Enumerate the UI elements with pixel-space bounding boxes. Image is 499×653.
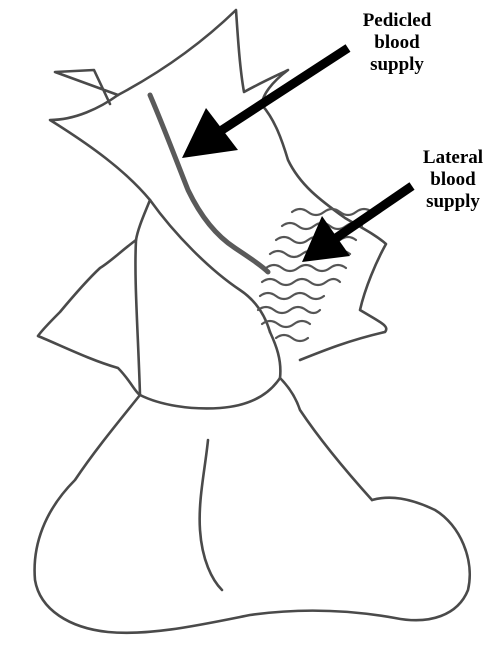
label-line: Lateral [413,147,493,169]
wavy-vessel [266,265,346,271]
wavy-vessel [260,293,324,299]
bone-wedge-inner [135,200,150,395]
label-line: supply [352,54,442,76]
flap-left-edge [50,95,270,332]
midline-groove [200,440,222,590]
arrow-pedicled [182,48,348,158]
wavy-vessel [262,279,340,285]
left-wing-flap [55,70,118,104]
label-lateral-blood-supply: Lateral blood supply [413,147,493,213]
bone-wedge-left [38,240,140,395]
upper-flap-outline [118,10,386,360]
label-pedicled-blood-supply: Pedicled blood supply [352,10,442,76]
right-shoulder [280,378,372,500]
lower-bone-body [35,395,470,633]
label-line: blood [413,169,493,191]
wavy-vessel [276,335,308,341]
central-block [140,332,280,408]
label-line: supply [413,191,493,213]
wavy-vessel [258,307,320,313]
label-line: blood [352,32,442,54]
label-line: Pedicled [352,10,442,32]
wavy-vessel [292,209,372,215]
